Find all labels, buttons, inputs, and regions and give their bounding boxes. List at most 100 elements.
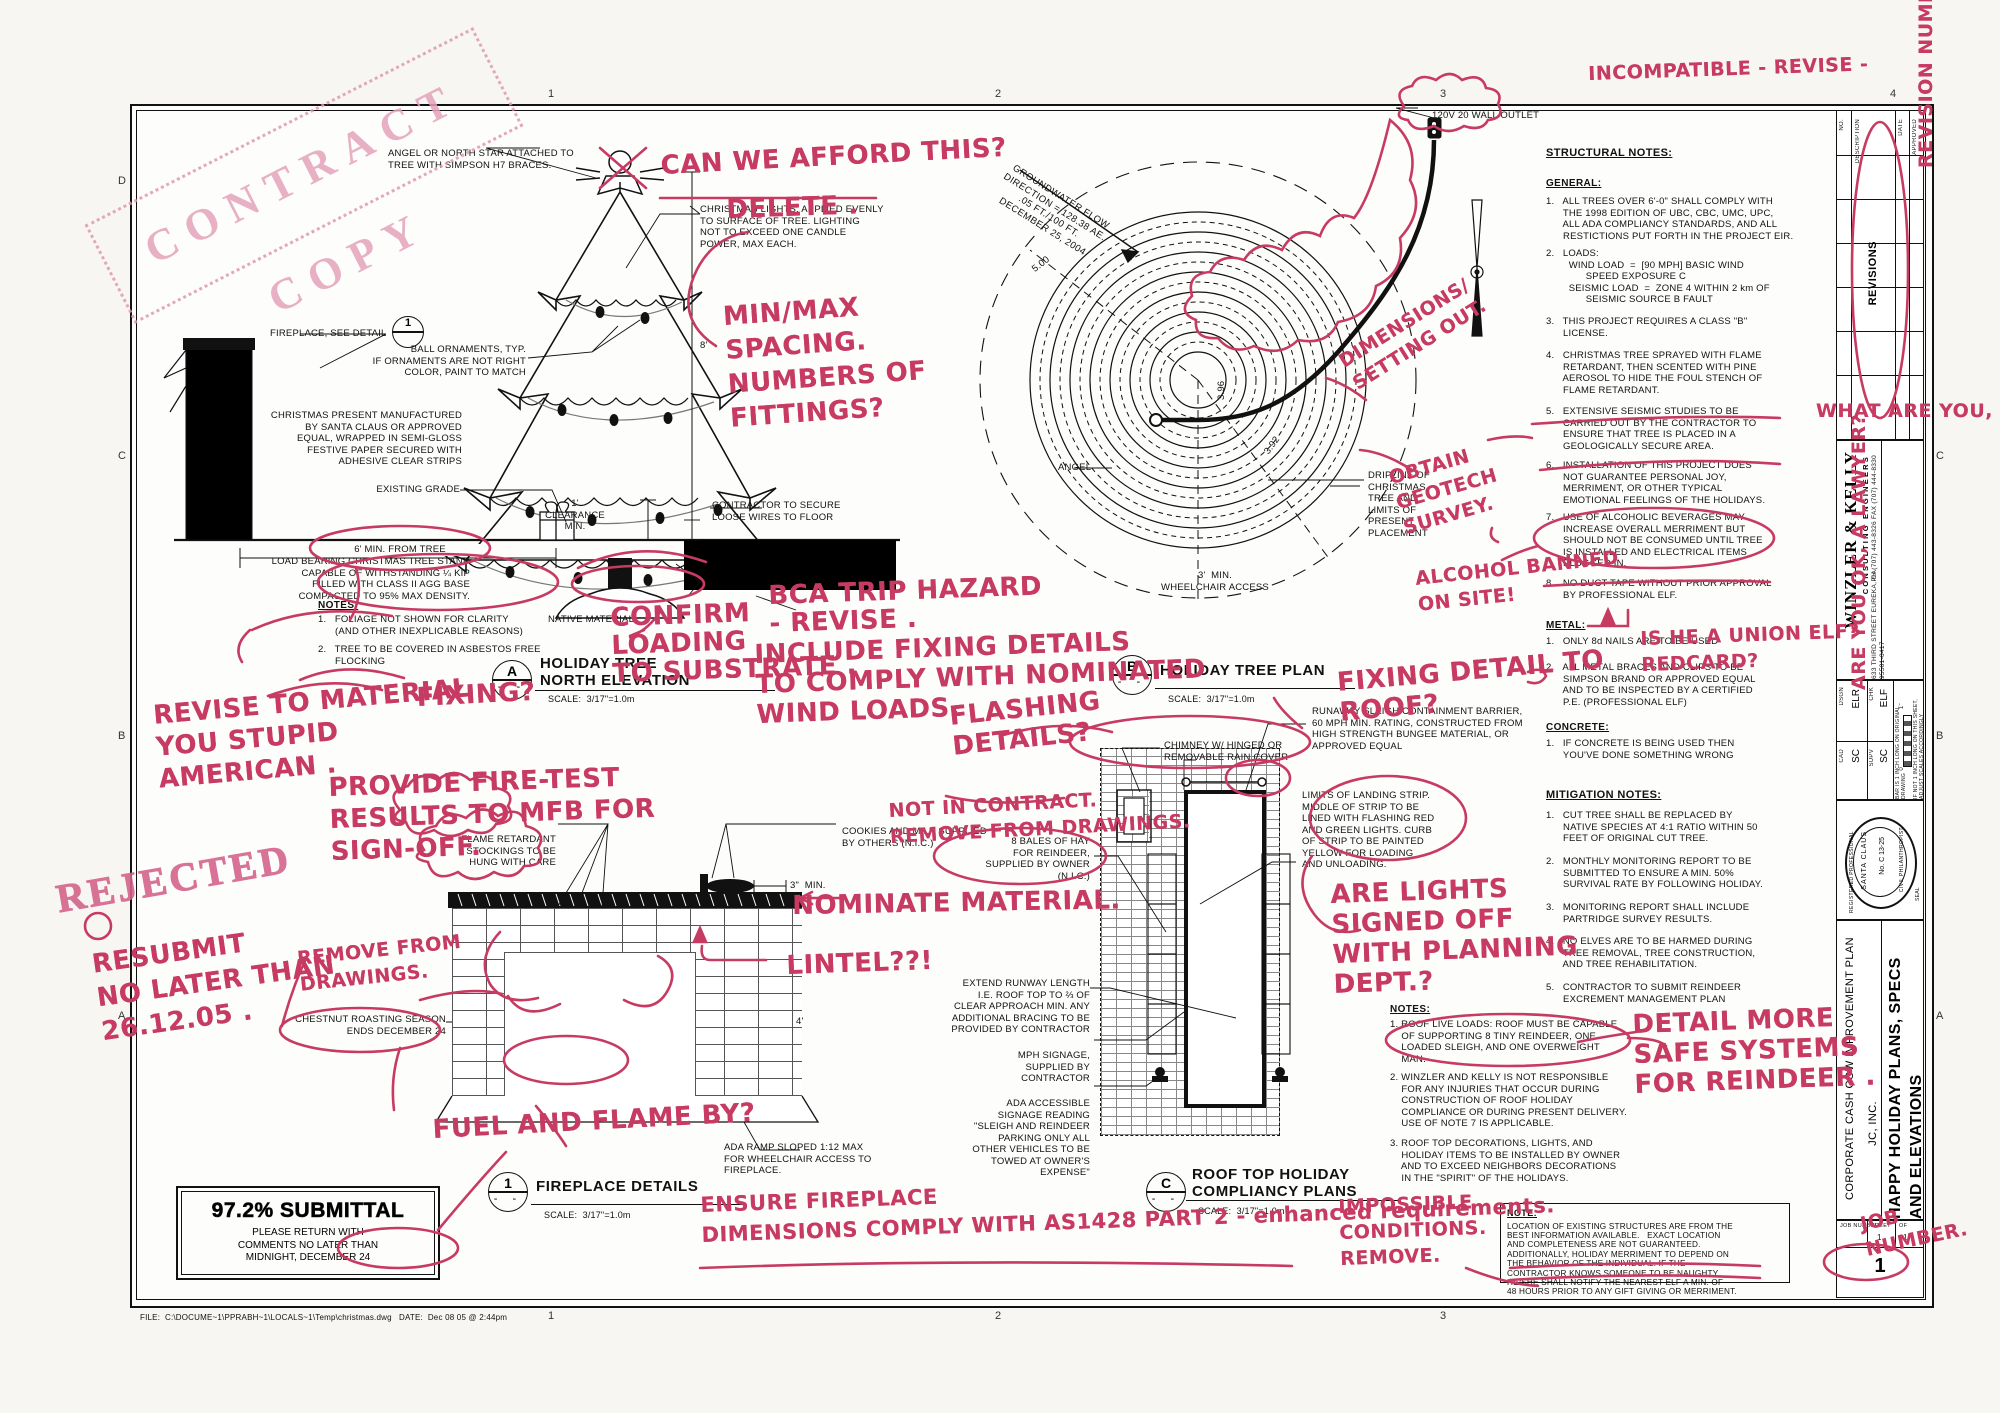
landing-strip bbox=[1184, 790, 1266, 1108]
seal-name: SANTA CLAUS bbox=[1861, 831, 1868, 890]
structural-metal-1: 1. ONLY 8d NAILS ARE TO BE USED bbox=[1546, 636, 1719, 647]
markup-lintel: LINTEL??! bbox=[785, 945, 934, 981]
sheet-border-inner bbox=[136, 110, 1926, 1300]
detail-1-title-rule bbox=[531, 1204, 743, 1205]
detail-bubble-fireplace-ref[interactable]: 1 bbox=[392, 316, 424, 348]
firm-phone: PH (707) 443-8326 FAX (707) 444-8330 bbox=[1871, 455, 1878, 582]
structural-notes-heading: STRUCTURAL NOTES: bbox=[1546, 147, 1673, 159]
detail-c-title-line1: ROOF TOP HOLIDAY bbox=[1192, 1166, 1350, 1183]
cad-grid-k-2: CAD bbox=[1839, 749, 1845, 763]
of-label: OF bbox=[1899, 1223, 1908, 1229]
structural-general-1: 1. ALL TREES OVER 6'-0" SHALL COMPLY WIT… bbox=[1546, 196, 1794, 242]
detail-a-title-line2: NORTH ELEVATION bbox=[540, 672, 691, 689]
sheet-label: SHEET bbox=[1871, 1223, 1891, 1229]
dim-3in-min: 3" MIN. bbox=[790, 880, 826, 891]
detail-a-scale: SCALE: 3/17"=1.0m bbox=[548, 694, 635, 704]
detail-b-scale: SCALE: 3/17"=1.0m bbox=[1168, 694, 1255, 704]
firebox-opening bbox=[504, 952, 696, 1097]
edge-index-right-c: C bbox=[1936, 450, 1944, 462]
detail-1-title: FIREPLACE DETAILS bbox=[536, 1178, 699, 1195]
edge-index-top-4: 4 bbox=[1890, 88, 1897, 100]
edge-index-top-1: 1 bbox=[548, 88, 555, 100]
label-fireplace-ref: FIREPLACE, SEE DETAIL bbox=[270, 328, 387, 339]
markup-impossible-conditions: IMPOSSIBLE CONDITIONS. REMOVE. bbox=[1338, 1191, 1487, 1270]
label-angel-plan: ANGEL bbox=[1058, 462, 1092, 473]
fireplace-base-line bbox=[452, 1096, 802, 1098]
markup-minmax-spacing: MIN/MAX SPACING. NUMBERS OF FITTINGS? bbox=[722, 292, 928, 434]
detail-c-title-line2: COMPLIANCY PLANS bbox=[1192, 1183, 1358, 1200]
label-chimney: CHIMNEY W/ HINGED OR REMOVABLE RAIN COVE… bbox=[1164, 740, 1289, 763]
edge-index-left-b: B bbox=[118, 730, 126, 742]
detail-b-title: HOLIDAY TREE PLAN bbox=[1160, 662, 1326, 679]
sheet-title: HAPPY HOLIDAY PLANS, SPECS AND ELEVATION… bbox=[1887, 957, 1925, 1219]
label-sleigh-barrier: RUNAWAY SLEIGH CONTAINMENT BARRIER, 60 M… bbox=[1312, 706, 1523, 752]
detail-c-note-2: 2. WINZLER AND KELLY IS NOT RESPONSIBLE … bbox=[1390, 1072, 1627, 1129]
mitigation-note-3: 3. MONITORING REPORT SHALL INCLUDE PARTR… bbox=[1546, 902, 1750, 925]
edge-index-left-c: C bbox=[118, 450, 126, 462]
client-sub: JC, INC. bbox=[1867, 1101, 1879, 1146]
seal-label: SEAL bbox=[1915, 887, 1921, 901]
cad-grid-k-0: DSGN bbox=[1839, 687, 1845, 706]
detail-1-scale: SCALE: 3/17"=1.0m bbox=[544, 1210, 631, 1220]
detail-bubble-c[interactable]: C - - bbox=[1146, 1172, 1186, 1212]
label-existing-grade: EXISTING GRADE bbox=[376, 484, 460, 495]
markup-union-elf: IS HE A UNION ELF? REDCARD? bbox=[1640, 620, 1861, 676]
detail-c-note-1: 1. ROOF LIVE LOADS: ROOF MUST BE CAPABLE… bbox=[1390, 1019, 1618, 1065]
note-box-body: LOCATION OF EXISTING STRUCTURES ARE FROM… bbox=[1507, 1221, 1737, 1297]
structural-general-2: 2. LOADS: WIND LOAD = [90 MPH] BASIC WIN… bbox=[1546, 248, 1770, 305]
label-ada-ramp: ADA RAMP SLOPED 1:12 MAX FOR WHEELCHAIR … bbox=[724, 1142, 872, 1176]
dim-4ft: 4' bbox=[796, 1016, 804, 1027]
seal-number: No. C 13-25 bbox=[1879, 837, 1886, 875]
structural-general-6: 6. INSTALLATION OF THIS PROJECT DOES NOT… bbox=[1546, 460, 1766, 506]
submittal-percent-title: 97.2% SUBMITTAL bbox=[211, 1199, 405, 1223]
markup-fire-test: PROVIDE FIRE-TEST RESULTS TO MFB FOR SIG… bbox=[328, 762, 656, 867]
label-wheelchair-access: 3' MIN. WHEELCHAIR ACCESS bbox=[1161, 570, 1269, 593]
structural-metal-heading: METAL: bbox=[1546, 620, 1586, 631]
label-mph-signage: MPH SIGNAGE, SUPPLIED BY CONTRACTOR bbox=[1017, 1050, 1090, 1084]
label-ball-ornaments: BALL ORNAMENTS, TYP. IF ORNAMENTS ARE NO… bbox=[372, 344, 526, 378]
detail-bubble-b[interactable]: B - - bbox=[1112, 655, 1152, 695]
label-wall-outlet: 120V 20 WALL OUTLET bbox=[1432, 110, 1540, 121]
edge-index-right-a: A bbox=[1936, 1010, 1944, 1022]
submittal-body: PLEASE RETURN WITH COMMENTS NO LATER THA… bbox=[237, 1227, 379, 1263]
edge-index-bottom-2: 2 bbox=[995, 1310, 1002, 1322]
structural-general-heading: GENERAL: bbox=[1546, 178, 1602, 189]
label-clearance-min: 1' CLEARANCE MIN. bbox=[545, 498, 605, 532]
label-runway-length: EXTEND RUNWAY LENGTH I.E. ROOF TOP TO ⅔ … bbox=[951, 978, 1090, 1035]
label-angel-topper: ANGEL OR NORTH STAR ATTACHED TO TREE WIT… bbox=[388, 148, 574, 171]
detail-bubble-1[interactable]: 1 - - bbox=[488, 1172, 528, 1212]
sheet-title-block: CORPORATE CASH COW IMPROVEMENT PLAN JC, … bbox=[1836, 920, 1925, 1220]
label-landing-strip: LIMITS OF LANDING STRIP. MIDDLE OF STRIP… bbox=[1302, 790, 1435, 870]
professional-seal bbox=[1845, 817, 1917, 909]
structural-concrete-heading: CONCRETE: bbox=[1546, 722, 1610, 733]
label-secure-wires: CONTRACTOR TO SECURE LOOSE WIRES TO FLOO… bbox=[712, 500, 841, 523]
dim-8ft: 8' bbox=[700, 340, 708, 351]
edge-index-bottom-3: 3 bbox=[1440, 1310, 1447, 1322]
footer-file-path: FILE: C:\DOCUME~1\PPRABH~1\LOCALS~1\Temp… bbox=[140, 1313, 508, 1322]
label-dripline: DRIPLINE OF CHRISTMAS TREE AND LIMITS OF… bbox=[1368, 470, 1430, 539]
structural-general-3: 3. THIS PROJECT REQUIRES A CLASS "B" LIC… bbox=[1546, 316, 1748, 339]
mitigation-note-1: 1. CUT TREE SHALL BE REPLACED BY NATIVE … bbox=[1546, 810, 1758, 844]
detail-bubble-a[interactable]: A - - bbox=[492, 660, 532, 700]
markup-bca-trip-hazard: BCA TRIP HAZARD - REVISE . bbox=[767, 571, 1043, 639]
markup-incompatible: INCOMPATIBLE - REVISE - bbox=[1587, 53, 1869, 85]
structural-general-4: 4. CHRISTMAS TREE SPRAYED WITH FLAME RET… bbox=[1546, 350, 1763, 396]
detail-a-notes-heading: NOTES: bbox=[318, 600, 359, 611]
firm-block: WINZLER & KELLY CONSULTING ENGINEERS 633… bbox=[1836, 440, 1924, 680]
structural-general-5: 5. EXTENSIVE SEISMIC STUDIES TO BE CARRI… bbox=[1546, 406, 1757, 452]
label-tree-stand: LOAD BEARING CHRISTMAS TREE STAND CAPABL… bbox=[271, 556, 470, 602]
markup-detail-safe-systems: DETAIL MORE SAFE SYSTEMS FOR REINDEER . bbox=[1632, 1002, 1877, 1100]
edge-index-right-b: B bbox=[1936, 730, 1944, 742]
cad-grid-v-0: ELR bbox=[1851, 689, 1862, 709]
rev-col-description: DESCRIPTION bbox=[1855, 119, 1861, 164]
scale-bar-zero: 0 bbox=[1899, 767, 1905, 771]
detail-a-title-line1: HOLIDAY TREE bbox=[540, 655, 658, 672]
seal-block: REGISTERED PROFESSIONAL SANTA CLAUS No. … bbox=[1836, 800, 1924, 920]
label-christmas-present: CHRISTMAS PRESENT MANUFACTURED BY SANTA … bbox=[270, 410, 462, 467]
detail-c-note-3: 3. ROOF TOP DECORATIONS, LIGHTS, AND HOL… bbox=[1390, 1138, 1621, 1184]
submittal-stamp: 97.2% SUBMITTAL PLEASE RETURN WITH COMME… bbox=[176, 1186, 440, 1280]
markup-delete: DELETE . bbox=[725, 190, 860, 225]
rev-col-date: DATE bbox=[1898, 119, 1904, 136]
scale-bar bbox=[1903, 715, 1912, 767]
structural-concrete-1: 1. IF CONCRETE IS BEING USED THEN YOU'VE… bbox=[1546, 738, 1735, 761]
